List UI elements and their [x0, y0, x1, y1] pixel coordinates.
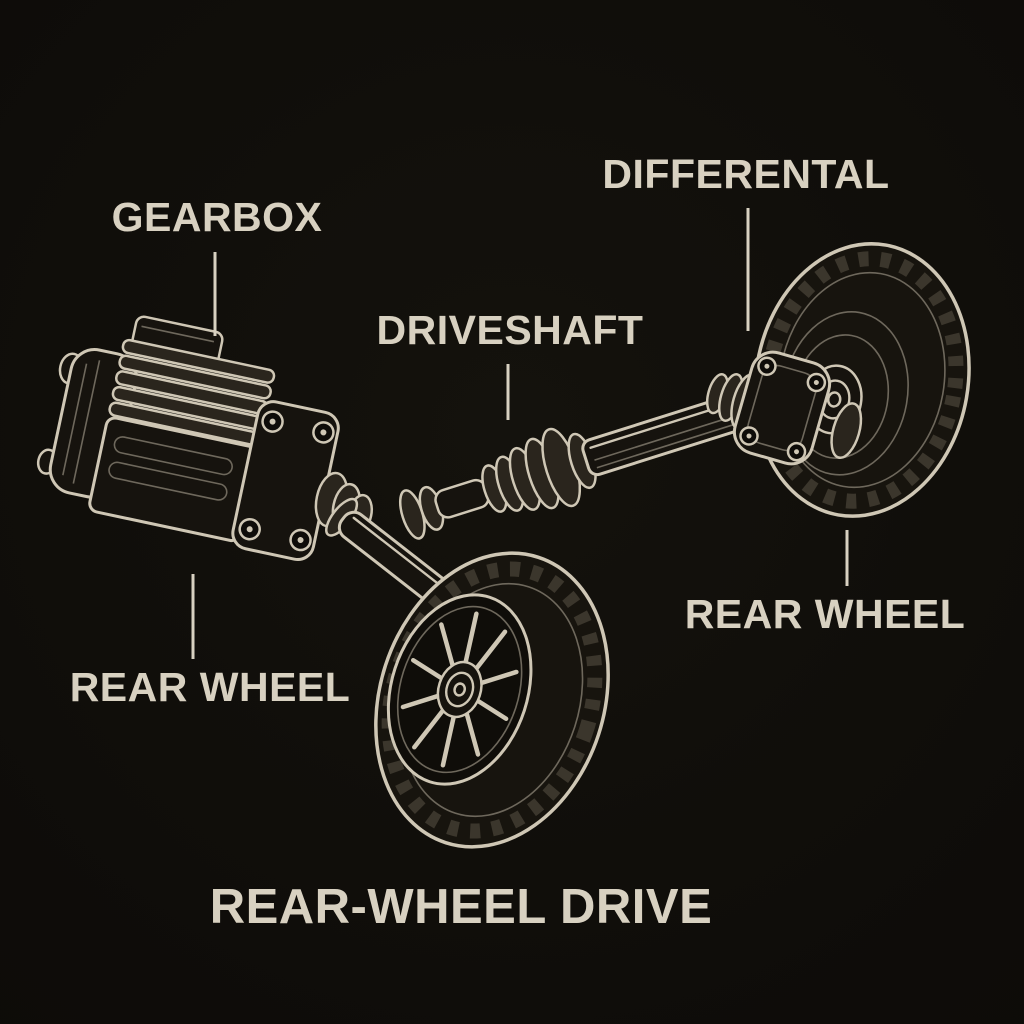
label-rear-wheel-left: REAR WHEEL [69, 664, 351, 710]
label-driveshaft: DRIVESHAFT [376, 307, 644, 353]
rear-wheel-front-illustration [374, 551, 610, 849]
leader-lines [191, 208, 849, 659]
diagram-title: REAR-WHEEL DRIVE [209, 880, 713, 934]
label-rear-wheel-right: REAR WHEEL [684, 591, 966, 637]
differential-illustration [705, 350, 863, 466]
label-differential: DIFFERENTAL [602, 151, 890, 197]
label-gearbox: GEARBOX [111, 194, 323, 240]
